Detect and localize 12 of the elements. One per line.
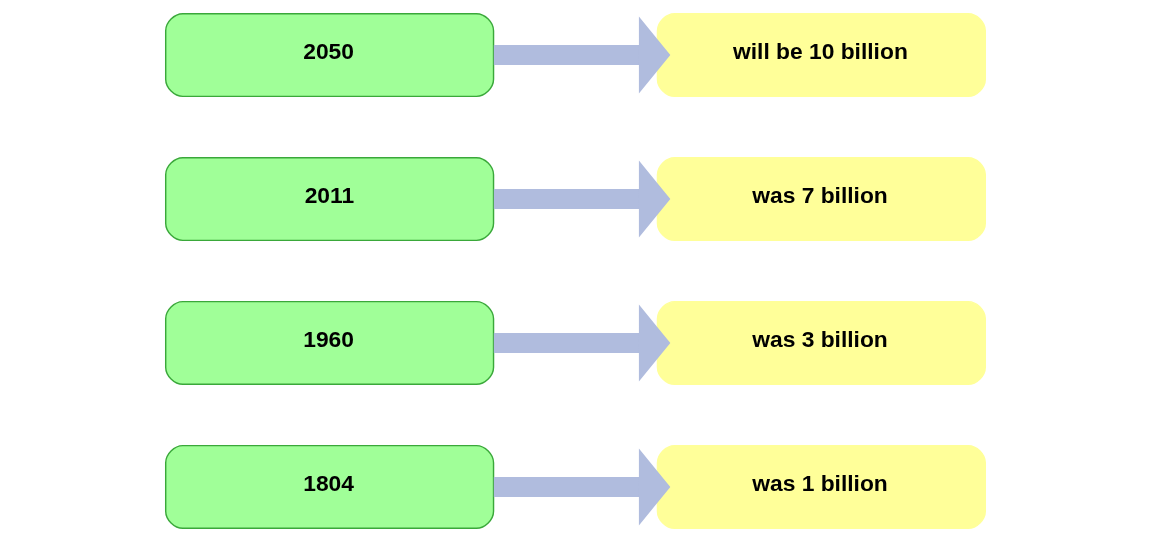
arrow — [493, 16, 671, 94]
node-box: 2011 — [165, 156, 495, 242]
arrow — [493, 448, 671, 526]
arrow — [493, 304, 671, 382]
node-box: was 1 billion — [656, 444, 986, 529]
arrow — [493, 160, 671, 238]
node-box: 2050 — [165, 13, 495, 98]
node-box: will be 10 billion — [656, 13, 986, 98]
node-box: 1804 — [165, 444, 495, 529]
node-box: 1960 — [165, 300, 495, 386]
node-box: was 7 billion — [656, 156, 986, 242]
node-box: was 3 billion — [656, 300, 986, 386]
